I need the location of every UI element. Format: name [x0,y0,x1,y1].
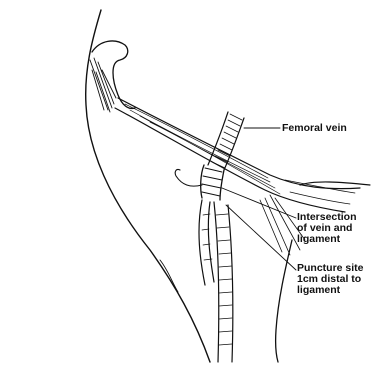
intersection-label: Intersection of vein and ligament [297,212,357,245]
intersection-label-line-3: ligament [297,234,357,245]
leader-puncture [226,205,296,270]
femoral-vein-label: Femoral vein [282,123,347,134]
iliac-shading [90,58,116,112]
vein-branch [175,169,202,186]
skin-fold [160,260,178,292]
puncture-label-line-3: ligament [297,285,364,296]
pubic-outline [300,182,370,185]
femoral-vein-lower-right [214,202,233,362]
femoral-vein-shading [212,114,242,168]
inguinal-ligament-upper [118,98,360,189]
iliac-crest [92,41,135,108]
puncture-site-label: Puncture site 1cm distal to ligament [297,263,364,296]
leader-intersection [222,188,296,218]
femoral-vein-lower-left [199,200,214,285]
intersection-shading [202,168,222,196]
